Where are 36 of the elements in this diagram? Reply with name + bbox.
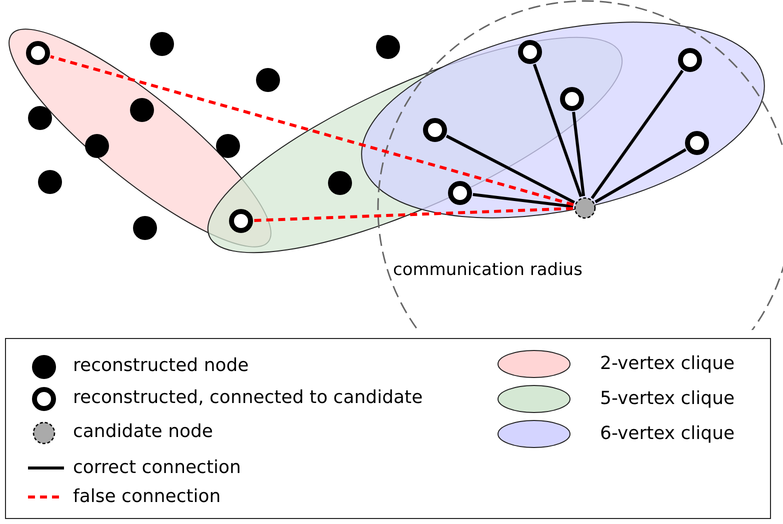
reconstructed-node [26,104,54,132]
candidate-node [572,195,598,221]
legend-label: reconstructed node [73,355,249,377]
legend-label: 5-vertex clique [600,388,735,410]
connection-line [532,64,582,198]
reconstructed-node [131,214,159,242]
legend-label: candidate node [73,421,213,443]
reconstructed-node [36,168,64,196]
legend-label: reconstructed, connected to candidate [73,387,423,409]
dashed-connection-line [50,55,574,206]
connection-line [572,112,586,196]
connection-line [472,193,574,208]
reconstructed-node [326,169,354,197]
connection-line [594,148,686,204]
connection-line [446,134,576,204]
connected-node [446,179,474,207]
connected-node [24,39,52,67]
reconstructed-node [374,33,402,61]
connection-line [590,70,684,200]
reconstructed-node [254,66,282,94]
reconstructed-node [148,30,176,58]
dashed-connection-line [254,206,574,222]
legend-label: 2-vertex clique [600,353,735,375]
connected-node [676,46,704,74]
connected-node [516,38,544,66]
connected-node [421,116,449,144]
reconstructed-node [83,132,111,160]
connected-node [683,129,711,157]
legend-label: correct connection [73,457,241,479]
connected-node [558,85,586,113]
reconstructed-node [214,132,242,160]
connected-node [227,207,255,235]
reconstructed-node [128,96,156,124]
legend-label: false connection [73,486,221,508]
legend-label: 6-vertex clique [600,423,735,445]
radius-label: communication radius [393,259,582,281]
